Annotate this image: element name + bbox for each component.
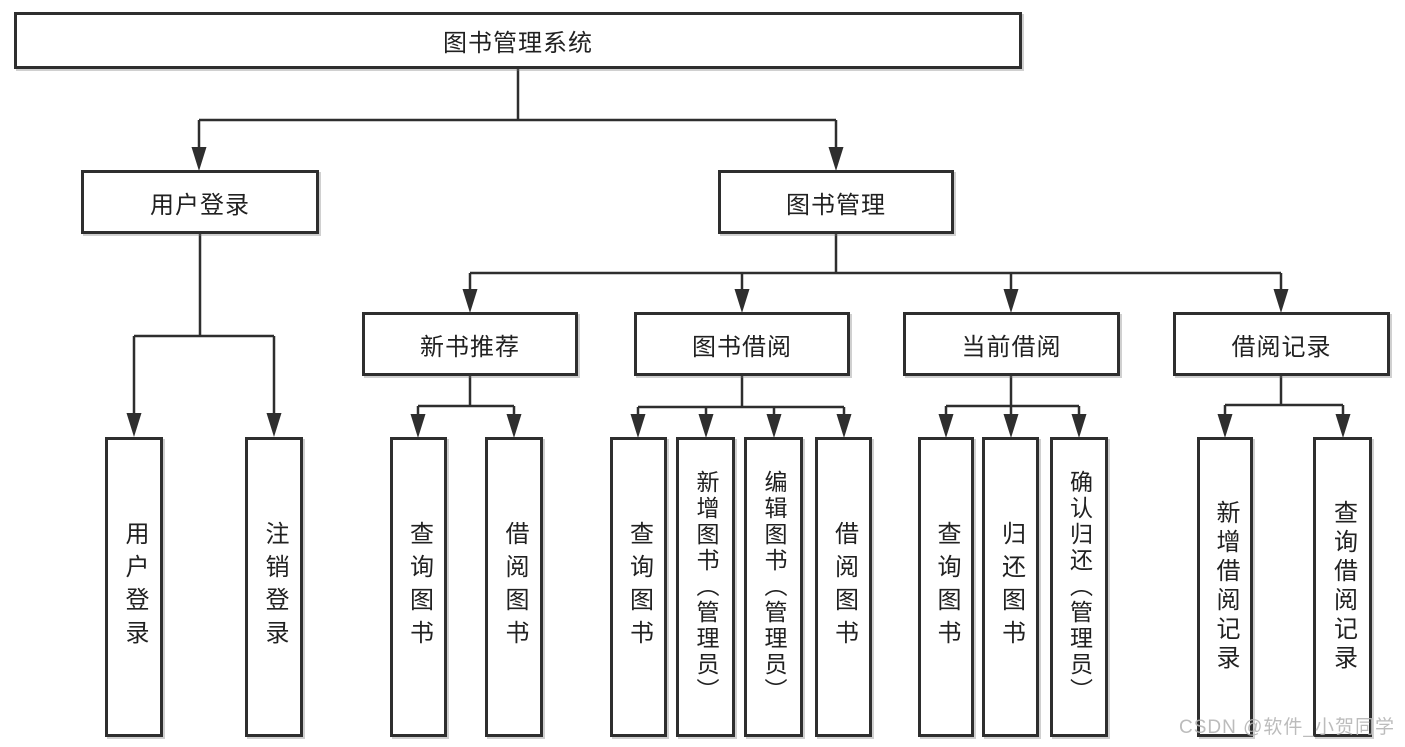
leaf-logout-label: 注销登录 [261,521,288,653]
leaf-query-books-recommend: 查询图书 [390,437,447,737]
leaf-borrow-books-recommend: 借阅图书 [485,437,543,737]
node-current-borrow: 当前借阅 [903,312,1120,376]
leaf-query-borrow-record-label: 查询借阅记录 [1329,500,1357,674]
watermark: CSDN @软件_小贺同学 [1179,717,1395,738]
leaf-query-books-current-label: 查询图书 [933,521,960,653]
leaf-add-books-admin: 新增图书（管理员） [676,437,735,737]
leaf-confirm-return-admin-label: 确认归还（管理员） [1066,470,1093,704]
leaf-add-borrow-record: 新增借阅记录 [1197,437,1253,737]
leaf-edit-books-admin-label: 编辑图书（管理员） [761,470,787,704]
node-borrow-records: 借阅记录 [1173,312,1390,376]
leaf-return-books: 归还图书 [982,437,1039,737]
leaf-borrow-books-recommend-label: 借阅图书 [501,521,528,653]
node-book-management: 图书管理 [718,170,954,234]
leaf-query-books-recommend-label: 查询图书 [405,521,433,653]
leaf-borrow-books-label: 借阅图书 [830,521,858,653]
leaf-query-books-borrow-label: 查询图书 [625,521,653,653]
leaf-return-books-label: 归还图书 [997,521,1025,653]
node-new-book-recommend: 新书推荐 [362,312,578,376]
leaf-logout: 注销登录 [245,437,303,737]
node-library-system: 图书管理系统 [14,12,1022,69]
node-user-login: 用户登录 [81,170,319,234]
leaf-edit-books-admin: 编辑图书（管理员） [744,437,803,737]
leaf-query-borrow-record: 查询借阅记录 [1313,437,1372,737]
node-book-borrow: 图书借阅 [634,312,850,376]
leaf-user-login: 用户登录 [105,437,163,737]
leaf-add-books-admin-label: 新增图书（管理员） [693,470,719,704]
leaf-confirm-return-admin: 确认归还（管理员） [1050,437,1108,737]
leaf-borrow-books: 借阅图书 [815,437,872,737]
leaf-query-books-current: 查询图书 [918,437,974,737]
leaf-query-books-borrow: 查询图书 [610,437,667,737]
arrowheads [126,147,1351,438]
leaf-user-login-label: 用户登录 [121,521,148,653]
leaf-add-borrow-record-label: 新增借阅记录 [1212,500,1239,674]
